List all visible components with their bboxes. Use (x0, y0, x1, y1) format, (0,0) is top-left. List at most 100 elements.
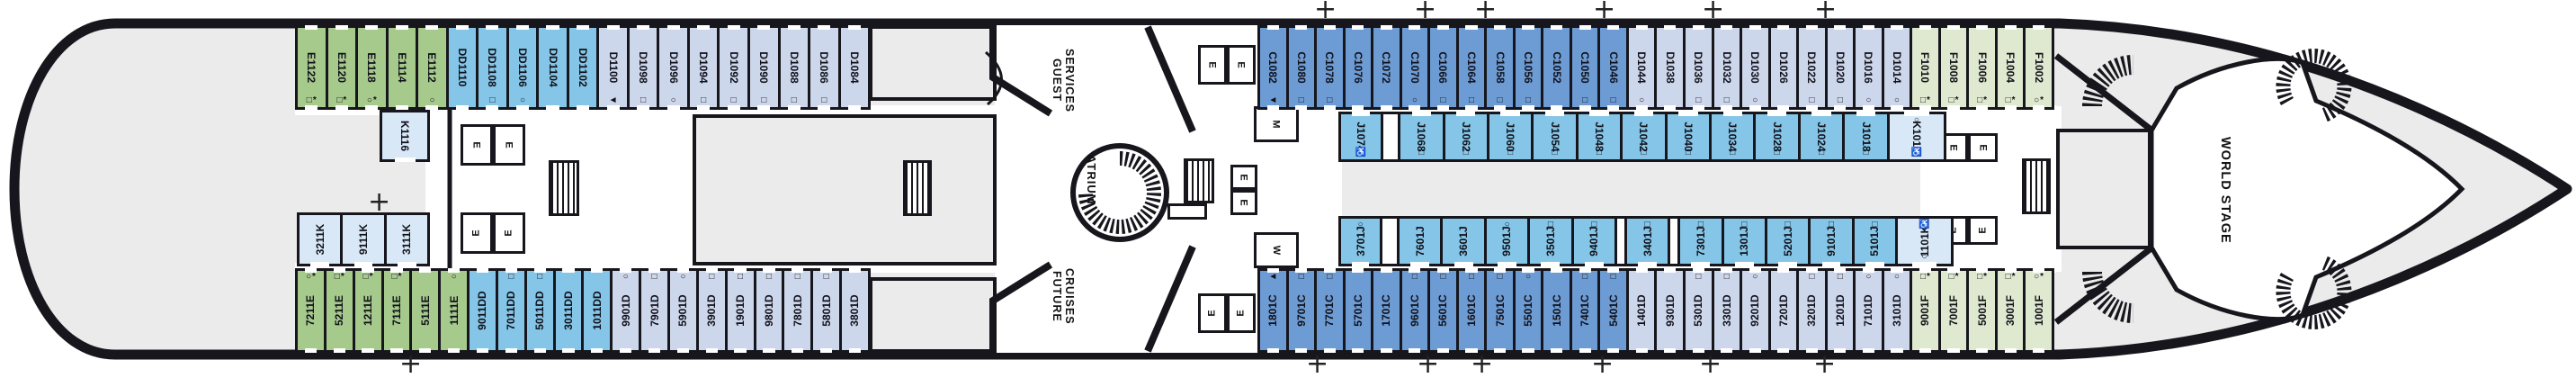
cabin-feature-icon: ○ (366, 95, 372, 105)
cabin-DD1105: 5011DD□ (526, 268, 553, 353)
cabin-symbols: □ (1317, 273, 1343, 282)
cross-passage (1616, 219, 1624, 264)
connecting-plus-icon: + (1813, 348, 1837, 378)
cabin-D1094: D1094□ (689, 25, 718, 110)
cabin-J1042: J1042□ (1623, 112, 1665, 159)
cabin-C1076: C1076 (1345, 25, 1372, 110)
cabin-symbols: ♿ (1341, 148, 1381, 158)
cabin-feature-icon: □ (2005, 272, 2011, 282)
cabin-C1046: C1046□ (1600, 25, 1626, 110)
cabin-J1054: J1054□ (1534, 112, 1576, 159)
cabin-symbols: □ (781, 96, 809, 105)
cabin-feature-icon: □ (1507, 148, 1514, 158)
cabin-feature-icon: □ (1872, 220, 1878, 230)
cabin-C1066: C1066□ (1430, 25, 1456, 110)
cabin-band-k_single: K1116 (380, 110, 430, 162)
cabin-number: D1030 (1749, 51, 1762, 84)
cabin-symbols: □ (1534, 148, 1575, 158)
cabin-number: D1038 (1663, 51, 1677, 84)
cabin-symbols: □* (298, 96, 326, 105)
connecting-plus-icon: + (1306, 348, 1329, 378)
cabin-symbols: ◄ (1260, 273, 1286, 282)
elevator: E (1198, 45, 1227, 85)
cabin-number: C1046 (1606, 51, 1620, 84)
cabin-number: DD1110 (455, 48, 469, 87)
cabin-number: C1070 (1408, 51, 1421, 84)
cabin-symbols: □ (756, 273, 783, 282)
cabin-symbols: ◄ (1260, 96, 1286, 105)
cabin-E1111: 1111E○ (441, 268, 468, 353)
connecting-plus-icon: + (1471, 348, 1494, 378)
elevator-letter: E (1977, 227, 1989, 234)
cabin-K1113: 3111K (386, 215, 427, 266)
cabin-E1127: 7211E○* (298, 268, 324, 353)
future-cruises-word-2: CRUISES (1063, 268, 1076, 325)
cabin-feature-icon: ○ (1639, 95, 1645, 105)
cabin-D1029: 9201D○ (1742, 268, 1768, 353)
accessible-icon: ♿ (1910, 148, 1923, 158)
cabin-feature-icon: □ (1863, 148, 1869, 158)
cabin-number: C1072 (1380, 51, 1393, 84)
cabin-C1051: 1501C (1543, 268, 1570, 353)
cabin-feature-icon: ○ (622, 272, 629, 282)
cabin-number: D1096 (666, 51, 680, 84)
cabin-symbols: ○ (1890, 116, 1944, 125)
cabin-number: D1014 (1890, 51, 1903, 84)
cabin-symbols: □ (1445, 148, 1487, 158)
cabin-feature-icon: * (340, 272, 344, 282)
cabin-feature-icon: □ (1327, 95, 1333, 105)
cabin-D1017: 7101D○ (1856, 268, 1882, 353)
cabin-feature-icon: ○ (1893, 95, 1900, 105)
cabin-feature-icon: * (312, 95, 317, 105)
cabin-feature-icon: * (1927, 95, 1930, 105)
cabin-number: D1044 (1635, 51, 1649, 84)
cabin-feature-icon: * (2011, 95, 2016, 105)
cabin-feature-icon: □ (1298, 272, 1304, 282)
cabin-symbols: □ (641, 273, 667, 282)
cabin-number: 7001F (1947, 294, 1961, 327)
cabin-number: 3011DD (562, 291, 576, 330)
atrium-stair-landing (1167, 203, 1207, 220)
cabin-number: 1111E (447, 295, 461, 326)
cabin-symbols: □ (1680, 220, 1721, 230)
cabin-number: 3301D (1720, 294, 1733, 327)
cabin-J1028: J1028□ (1756, 112, 1798, 159)
cabin-J1015: 5101J□ (1854, 219, 1896, 266)
cabin-number: C1050 (1579, 51, 1592, 84)
cabin-number: F1008 (1947, 51, 1961, 84)
cabin-D1030: D1030○ (1742, 25, 1768, 110)
elevator-letter: E (1236, 310, 1247, 317)
cabin-J1043: 3401J□ (1626, 219, 1668, 266)
cabin-symbols: □ (728, 273, 754, 282)
cabin-number: C1078 (1323, 51, 1337, 84)
cabin-feature-icon: □ (709, 272, 715, 282)
cabin-DD1103: 3011DD (555, 268, 582, 353)
cabin-feature-icon: □ (508, 272, 514, 282)
cabin-symbols: □ (1579, 148, 1620, 158)
cabin-number: 3001F (2004, 294, 2017, 327)
restroom-letter: M (1270, 120, 1282, 129)
cabin-number: 7111E (389, 295, 403, 326)
cabin-number: 1401D (1635, 294, 1649, 327)
cabin-symbols: □ (1487, 96, 1513, 105)
cabin-number: 5001F (1975, 294, 1989, 327)
cabin-E1115: 5111E (412, 268, 439, 353)
cabin-number: 3211K (313, 223, 326, 256)
cabin-D1039: 9301D (1657, 268, 1683, 353)
cabin-feature-icon: * (1983, 95, 1988, 105)
cabin-feature-icon: □ (1497, 272, 1503, 282)
cabin-number: 5211E (333, 294, 346, 327)
cabin-feature-icon: * (1983, 272, 1988, 282)
cabin-feature-icon: ○ (1913, 115, 1919, 125)
cabin-feature-icon: □ (1547, 220, 1553, 230)
cabin-D1021: 1201D□ (1827, 268, 1854, 353)
cabin-feature-icon: □ (640, 95, 647, 105)
cabin-symbols: □ (1459, 273, 1485, 282)
cabin-symbols: □* (355, 273, 381, 282)
cabin-J1074: J1074♿ (1341, 112, 1382, 159)
cabin-F1007: 7001F□* (1940, 268, 1967, 353)
connecting-plus-icon: + (1593, 0, 1616, 25)
cabin-symbols: □ (1430, 96, 1456, 105)
cabin-DD1107: 7011DD□ (497, 268, 524, 353)
